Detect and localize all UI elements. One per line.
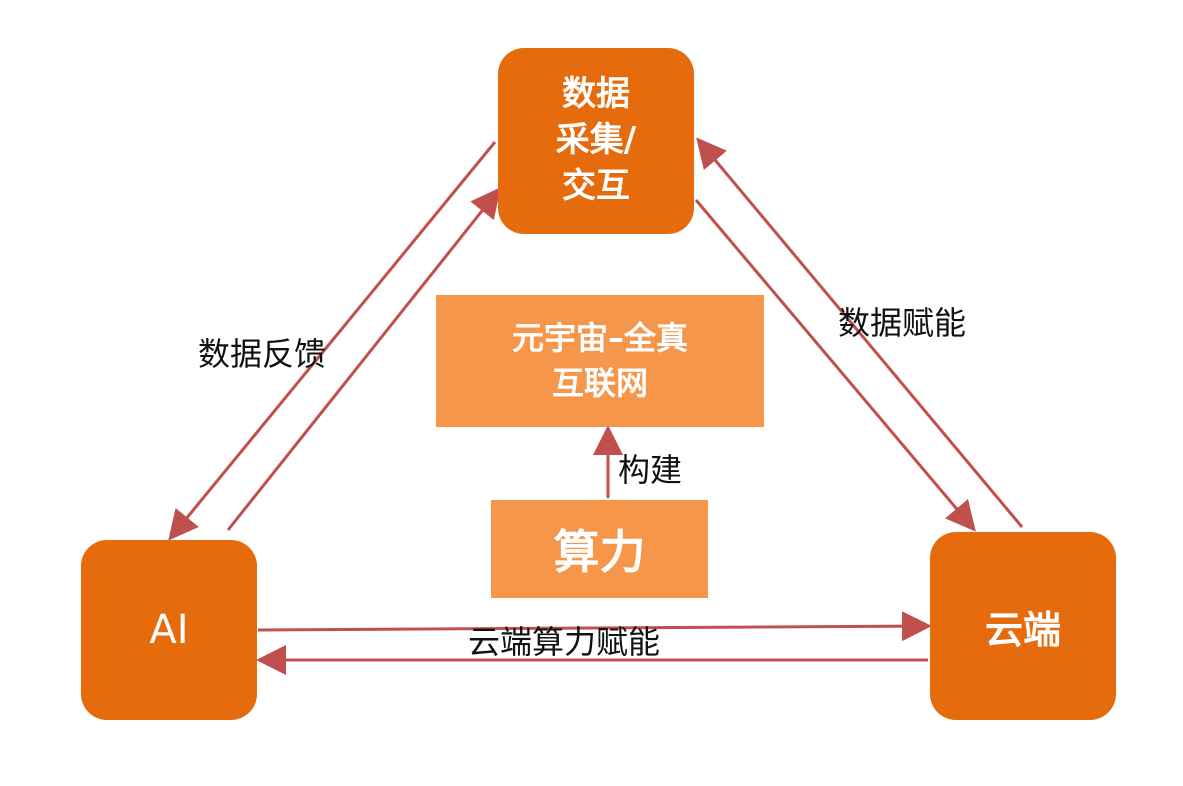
arrow-data-to-cloud: [694, 199, 976, 532]
node-data-collection-line-1: 数据: [562, 74, 630, 115]
node-cloud-label: 云端: [984, 607, 1061, 652]
node-metaverse-line-2: 互联网: [551, 364, 648, 402]
edge-label-data-feedback: 数据反馈: [198, 335, 327, 373]
edge-label-data-empowerment: 数据赋能: [838, 304, 967, 342]
node-ai: AI: [81, 540, 257, 720]
node-data-collection-line-3: 交互: [562, 165, 630, 206]
edge-label-cloud-compute-empowerment: 云端算力赋能: [468, 623, 661, 661]
node-data-collection: 数据 采集/ 交互: [498, 48, 694, 234]
node-cloud: 云端: [930, 532, 1116, 720]
arrow-data-to-ai: [168, 141, 497, 541]
arrow-ai-to-cloud: [257, 611, 932, 642]
arrow-ai-to-data: [226, 187, 501, 531]
node-metaverse-line-1: 元宇宙–全真: [511, 319, 688, 358]
node-compute-label: 算力: [553, 525, 646, 579]
node-data-collection-line-2: 采集/: [555, 120, 637, 161]
node-ai-label: AI: [149, 607, 189, 653]
arrow-cloud-to-data: [696, 137, 1024, 528]
edge-label-build: 构建: [618, 451, 683, 489]
node-metaverse: 元宇宙–全真 互联网: [436, 295, 764, 427]
node-compute: 算力: [491, 500, 708, 598]
